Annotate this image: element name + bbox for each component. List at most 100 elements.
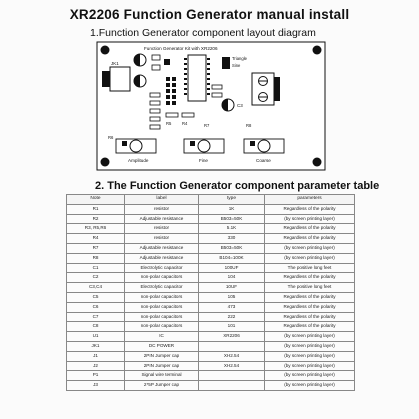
cell-note: JK1	[66, 340, 125, 352]
cell-type: B503=50K	[198, 242, 265, 254]
cell-type: 222	[198, 311, 265, 323]
layout-diagram-heading: 1.Function Generator component layout di…	[90, 27, 316, 39]
cell-type: B104=100K	[198, 252, 265, 264]
cell-parameters: Regardless of the polarity	[264, 301, 355, 313]
cell-label: Adjustable resistance	[124, 252, 199, 264]
cell-parameters: (by screen printing layer)	[264, 213, 355, 225]
cell-label: DC POWER	[124, 340, 199, 352]
cell-note: U1	[66, 331, 125, 342]
ic-u1	[187, 54, 207, 102]
label-jk1: JK1	[111, 61, 119, 66]
cell-note: R8	[66, 252, 125, 264]
cell-note: R3, R5,R6	[66, 223, 125, 235]
cell-parameters: (by screen printing layer)	[264, 242, 355, 254]
cell-note: J1	[66, 350, 125, 362]
cell-label: IC	[124, 331, 199, 342]
mounting-hole	[100, 45, 110, 55]
column-header-type: type	[198, 194, 265, 205]
pot-label-amplitude: Amplitude	[128, 158, 149, 163]
cell-type: 473	[198, 301, 265, 313]
column-header-label: label	[124, 194, 199, 205]
cell-type: 105	[198, 291, 265, 303]
cell-note: R1	[66, 203, 125, 215]
cell-type: 104	[198, 272, 265, 284]
page-title: XR2206 Function Generator manual install	[69, 7, 350, 22]
cell-parameters: (by screen printing layer)	[264, 350, 355, 362]
switch-label-triangle: Triangle	[232, 56, 248, 61]
label-c3: C3	[237, 103, 243, 108]
cell-label: non-polar capacitors	[124, 321, 199, 333]
column-header-note: Note	[66, 194, 125, 205]
column-header-parameters: parameters	[264, 194, 355, 205]
cell-label: non-polar capacitors	[124, 272, 199, 284]
switch-label-sine: Sine	[232, 63, 241, 68]
cell-type	[198, 380, 265, 391]
jumper-j3	[166, 77, 176, 105]
label-r4: R4	[182, 121, 188, 126]
cell-note: C2	[66, 272, 125, 284]
cell-label: Signal wire terminal	[124, 370, 199, 382]
cell-note: P1	[66, 370, 125, 382]
potentiometer-coarse	[243, 138, 285, 154]
cell-note: J3	[66, 380, 125, 391]
cell-parameters: (by screen printing layer)	[264, 252, 355, 264]
label-r8: R8	[246, 123, 252, 128]
cell-label: Electrolytic capacitor	[124, 282, 199, 293]
cell-parameters: (by screen printing layer)	[264, 360, 355, 372]
cell-type: 100UF	[198, 262, 265, 274]
cell-type: XH2.54	[198, 350, 265, 362]
cell-label: non-polar capacitors	[124, 311, 199, 323]
cell-type: 10UF	[198, 282, 265, 293]
pot-label-coarse: Coarse	[256, 158, 271, 163]
cell-type: B503=50K	[198, 213, 265, 225]
cell-label: 2PIN Jumper cap	[124, 360, 199, 372]
cell-parameters: Regardless of the polarity	[264, 311, 355, 323]
cell-parameters: Regardless of the polarity	[264, 291, 355, 303]
cell-label: resistor	[124, 223, 199, 235]
cell-note: R2	[66, 213, 125, 225]
cell-note: R4	[66, 233, 125, 244]
cell-parameters: (by screen printing layer)	[264, 340, 355, 352]
cell-parameters: Regardless of the polarity	[264, 321, 355, 333]
mounting-hole	[312, 45, 322, 55]
cell-note: C6	[66, 301, 125, 313]
cell-type: 1K	[198, 203, 265, 215]
cell-note: C5	[66, 291, 125, 303]
dc-jack	[109, 66, 131, 92]
table-header-row: Note label type parameters	[66, 194, 355, 205]
cell-label: Adjustable resistance	[124, 213, 199, 225]
cell-note: C3,C4	[66, 282, 125, 293]
cell-type: 101	[198, 321, 265, 333]
cell-note: C1	[66, 262, 125, 274]
cell-type: XH2.54	[198, 360, 265, 372]
cell-parameters: (by screen printing layer)	[264, 380, 355, 391]
cell-type: 5.1K	[198, 223, 265, 235]
cell-label: Adjustable resistance	[124, 242, 199, 254]
cell-parameters: Regardless of the polarity	[264, 223, 355, 235]
cell-parameters: (by screen printing layer)	[264, 370, 355, 382]
cell-label: 2*5P Jumper cap	[124, 380, 199, 391]
label-r6: R6	[108, 135, 114, 140]
waveform-switch	[222, 57, 230, 69]
